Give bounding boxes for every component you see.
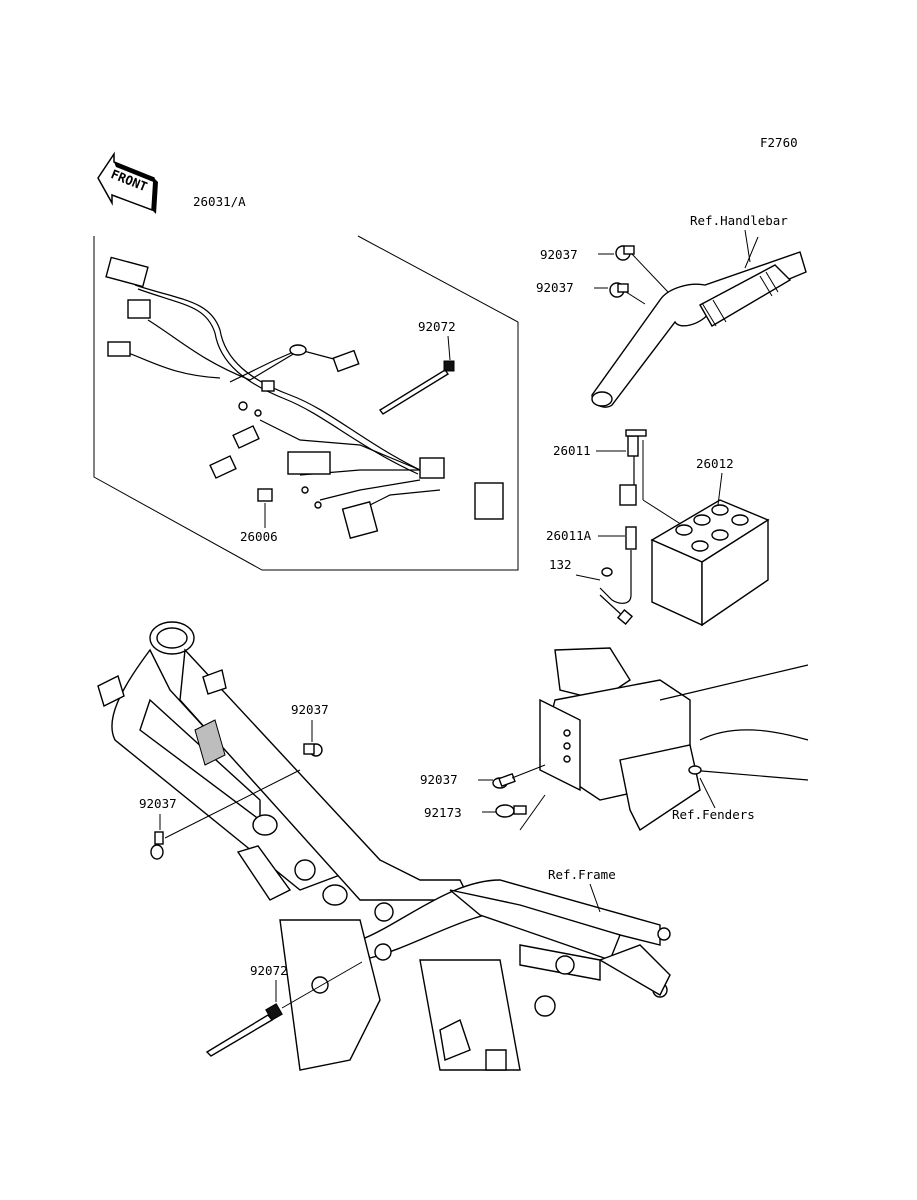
label-132: 132 [549,557,572,572]
label-92072-top: 92072 [418,319,456,334]
wiring-harness [105,256,504,539]
label-92072-bottom: 92072 [250,963,288,978]
label-26012: 26012 [696,456,734,471]
ref-handlebar: Ref.Handlebar [690,213,788,228]
frame-clamp-icons [150,743,323,860]
label-26006: 26006 [240,529,278,544]
front-arrow-icon: FRONT [97,151,158,214]
battery-leads [599,429,691,626]
label-92037-frame-top: 92037 [291,702,329,717]
handlebar [591,236,807,408]
battery-case [539,647,809,832]
fender-clamp-icons [492,772,527,818]
motorcycle-frame [97,621,671,1071]
battery [650,499,770,627]
label-92173: 92173 [424,805,462,820]
label-92037-bar-1: 92037 [540,247,578,262]
figure-code: F2760 [760,135,798,150]
label-92037-frame-left: 92037 [139,796,177,811]
label-92037-fender: 92037 [420,772,458,787]
handlebar-clamp-icons [609,245,635,298]
harness-box-outline [93,235,519,571]
ref-frame: Ref.Frame [548,867,616,882]
label-92037-bar-2: 92037 [536,280,574,295]
label-26011: 26011 [553,443,591,458]
ref-fenders: Ref.Fenders [672,807,755,822]
label-26011A: 26011A [546,528,592,543]
cable-tie-icon [205,1003,283,1057]
label-26031A: 26031/A [193,194,246,209]
